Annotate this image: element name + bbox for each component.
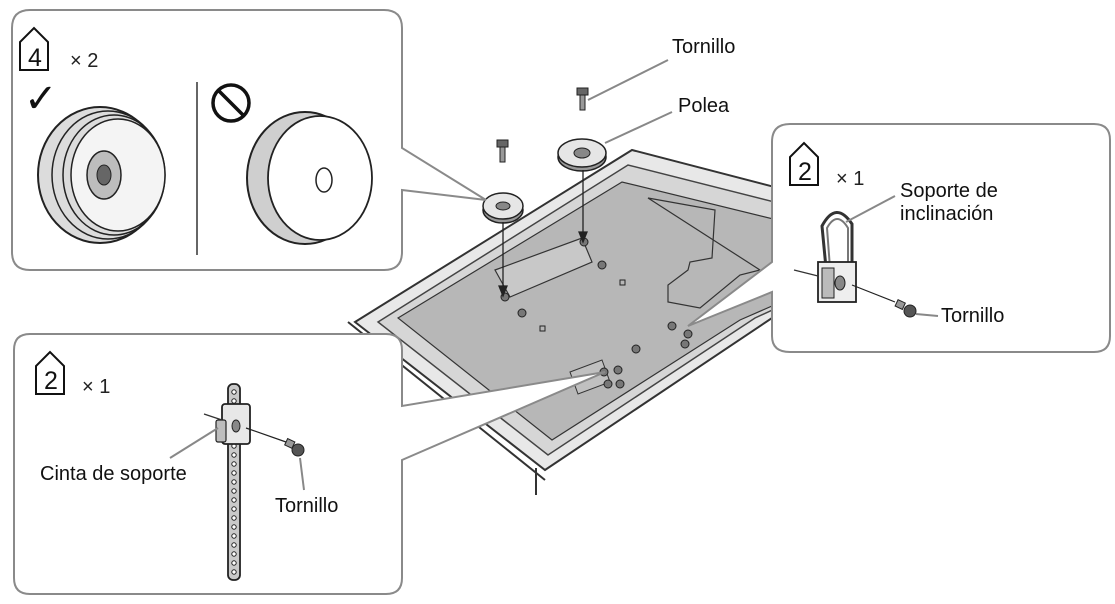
strap-quantity: × 1 bbox=[82, 376, 111, 398]
main-screw-label: Tornillo bbox=[672, 36, 736, 58]
strap-hole bbox=[231, 524, 237, 530]
main-screw-left bbox=[496, 139, 509, 163]
tilt-support-bracket bbox=[793, 211, 857, 303]
tilt-screw bbox=[851, 284, 917, 318]
tilt-screw-label: Tornillo bbox=[941, 305, 1005, 327]
badge-number: 2 bbox=[798, 158, 812, 186]
strap-screw bbox=[245, 427, 305, 457]
pulley-orientation-panel bbox=[11, 9, 487, 271]
strap-hole bbox=[231, 515, 237, 521]
strap-hole bbox=[231, 488, 237, 494]
leader-strap-screw bbox=[299, 457, 305, 491]
badge-number: 2 bbox=[44, 367, 58, 395]
correct-pulley bbox=[37, 106, 166, 244]
main-screw-right bbox=[576, 87, 589, 111]
strap-label: Cinta de soporte bbox=[40, 463, 187, 485]
leader-strap bbox=[169, 427, 219, 459]
main-pulley-label: Polea bbox=[678, 95, 730, 117]
strap-hole bbox=[231, 479, 237, 485]
strap-hole bbox=[231, 542, 237, 548]
strap-hole bbox=[231, 398, 237, 404]
strap-clip bbox=[203, 403, 251, 445]
strap-hole bbox=[231, 551, 237, 557]
strap-hole bbox=[231, 506, 237, 512]
main-pulley-right bbox=[557, 138, 607, 172]
check-icon: ✓ bbox=[24, 76, 58, 122]
strap-hole bbox=[231, 389, 237, 395]
support-strap-panel bbox=[13, 333, 606, 595]
leader-tilt-screw bbox=[915, 313, 939, 317]
strap-hole bbox=[231, 569, 237, 575]
leader-main-pulley bbox=[604, 111, 673, 144]
tilt-quantity: × 1 bbox=[836, 168, 865, 190]
leader-tilt-support bbox=[845, 195, 896, 223]
tilt-support-label: Soporte de inclinación bbox=[900, 180, 998, 225]
tilt-support-panel bbox=[687, 123, 1111, 353]
wrong-pulley bbox=[246, 111, 373, 245]
badge-2-shape-strap bbox=[35, 350, 65, 395]
badge-number: 4 bbox=[28, 44, 42, 72]
badge-4-shape bbox=[19, 26, 49, 71]
main-pulley-left bbox=[482, 192, 524, 224]
insertion-arrows bbox=[498, 170, 588, 298]
leader-main-screw bbox=[587, 59, 669, 101]
strap-hole bbox=[231, 533, 237, 539]
strap-hole bbox=[231, 461, 237, 467]
strap-hole bbox=[231, 497, 237, 503]
prohibited-icon bbox=[211, 83, 251, 123]
strap-screw-label: Tornillo bbox=[275, 495, 339, 517]
badge-2-shape-tilt bbox=[789, 141, 819, 186]
strap-hole bbox=[231, 452, 237, 458]
strap-hole bbox=[231, 560, 237, 566]
strap-hole bbox=[231, 470, 237, 476]
pulley-quantity: × 2 bbox=[70, 50, 99, 72]
